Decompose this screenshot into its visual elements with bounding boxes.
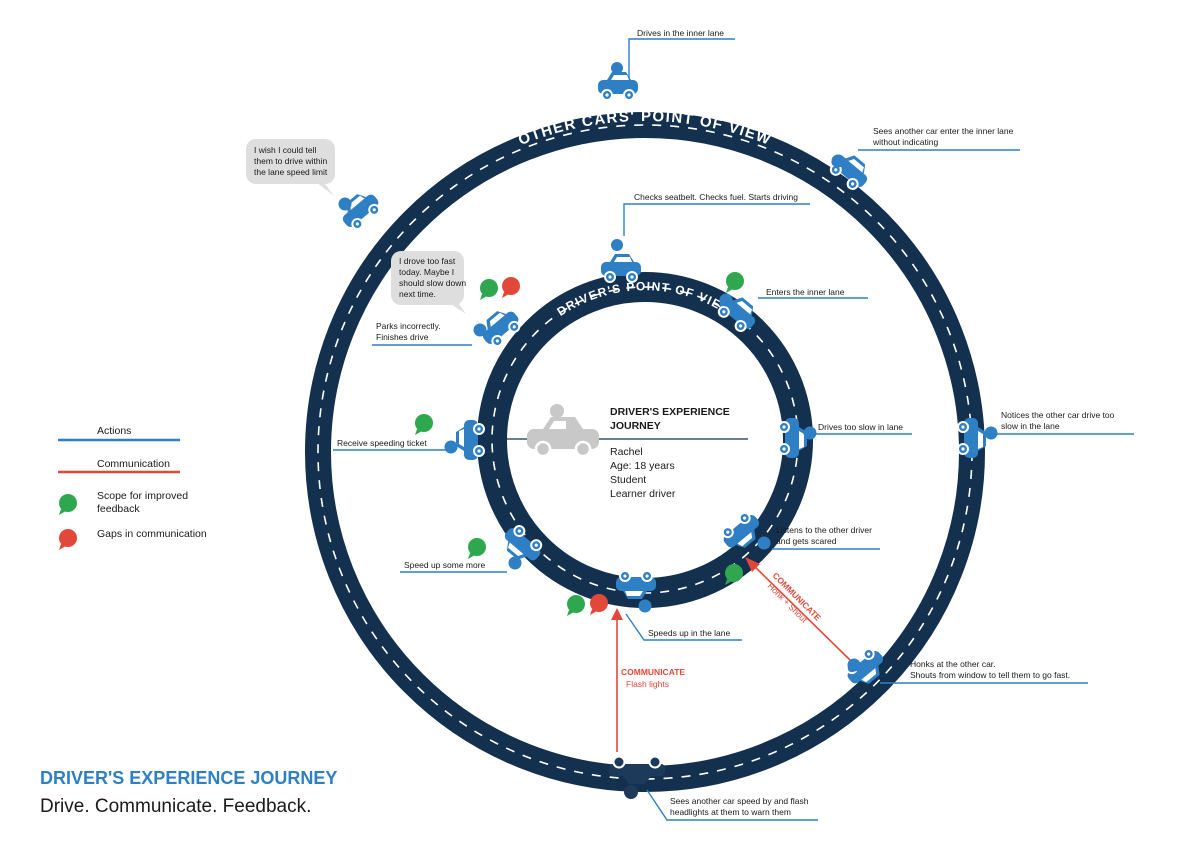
center-title-line2: JOURNEY bbox=[610, 420, 661, 432]
legend-scope-line2: feedback bbox=[97, 503, 140, 515]
green-speech-icon bbox=[415, 414, 433, 435]
center-panel: DRIVER'S EXPERIENCE JOURNEY Rachel Age: … bbox=[500, 404, 748, 500]
label-listens-line1: Listens to the other driver bbox=[776, 525, 872, 535]
label-sees-enter-line2: without indicating bbox=[872, 137, 938, 147]
legend: Actions Communication Scope for improved… bbox=[58, 425, 207, 550]
driver-head-icon bbox=[719, 293, 733, 307]
car-inner-top-icon bbox=[600, 239, 642, 283]
center-occupation: Student bbox=[610, 474, 646, 486]
speech-bubble-driver: I drove too fast today. Maybe I should s… bbox=[391, 251, 466, 314]
driver-head-icon bbox=[831, 154, 845, 168]
label-drives-too-slow: Drives too slow in lane bbox=[818, 422, 903, 432]
green-speech-icon bbox=[567, 595, 585, 616]
label-notices-slow-line2: slow in the lane bbox=[1001, 421, 1060, 431]
car-top-outer-icon bbox=[597, 62, 639, 101]
driver-head-icon bbox=[803, 426, 817, 440]
label-listens-line2: and gets scared bbox=[776, 536, 837, 546]
label-drives-inner-lane: Drives in the inner lane bbox=[637, 28, 724, 38]
label-honks-line1: Honks at the other car. bbox=[910, 659, 996, 669]
grey-car-icon bbox=[527, 404, 599, 458]
driver-head-icon bbox=[508, 556, 522, 570]
driver-head-icon bbox=[444, 440, 458, 454]
bubble-other-line3: the lane speed limit bbox=[254, 167, 328, 177]
bubble-driver-line1: I drove too fast bbox=[399, 256, 456, 266]
driver-head-icon bbox=[338, 197, 352, 211]
dark-car-bottom-icon bbox=[609, 755, 665, 799]
label-speed-up-more: Speed up some more bbox=[404, 560, 486, 570]
green-speech-icon bbox=[725, 564, 743, 585]
green-speech-icon bbox=[468, 538, 486, 559]
driver-head-icon bbox=[757, 536, 771, 550]
label-enters-inner-lane: Enters the inner lane bbox=[766, 287, 845, 297]
communicate-flash-title: COMMUNICATE bbox=[621, 667, 685, 677]
bubble-driver-line4: next time. bbox=[399, 289, 436, 299]
speech-bubble-other: I wish I could tell them to drive within… bbox=[246, 139, 335, 196]
car-icons bbox=[334, 62, 998, 799]
green-speech-icon bbox=[480, 279, 498, 300]
bubble-other-line2: them to drive within bbox=[254, 156, 327, 166]
outer-action-labels: Drives in the inner lane Sees another ca… bbox=[628, 28, 1134, 821]
legend-scope-line1: Scope for improved bbox=[97, 490, 188, 502]
label-speeding-ticket: Receive speeding ticket bbox=[337, 438, 427, 448]
label-checks-seatbelt: Checks seatbelt. Checks fuel. Starts dri… bbox=[634, 192, 798, 202]
driver-head-icon bbox=[638, 599, 652, 613]
communication-arrow-flash: COMMUNICATE Flash lights bbox=[611, 608, 685, 752]
legend-gaps-label: Gaps in communication bbox=[97, 528, 207, 540]
red-speech-icon bbox=[502, 277, 520, 298]
driver-head-icon bbox=[473, 323, 487, 337]
center-title-line1: DRIVER'S EXPERIENCE bbox=[610, 406, 730, 418]
legend-red-icon bbox=[59, 529, 77, 550]
label-sees-speed-line2: headlights at them to warn them bbox=[670, 807, 791, 817]
driver-head-icon bbox=[847, 658, 861, 672]
legend-green-icon bbox=[59, 494, 77, 515]
label-honks-line2: Shouts from window to tell them to go fa… bbox=[910, 670, 1070, 680]
label-speeds-up: Speeds up in the lane bbox=[648, 628, 731, 638]
bubble-other-line1: I wish I could tell bbox=[254, 145, 316, 155]
center-status: Learner driver bbox=[610, 488, 676, 500]
label-sees-enter-line1: Sees another car enter the inner lane bbox=[873, 126, 1014, 136]
label-parks-line2: Finishes drive bbox=[376, 332, 429, 342]
center-name: Rachel bbox=[610, 446, 643, 458]
driver-action-labels: Checks seatbelt. Checks fuel. Starts dri… bbox=[333, 192, 912, 641]
footer-title: DRIVER'S EXPERIENCE JOURNEY bbox=[40, 768, 337, 788]
center-age: Age: 18 years bbox=[610, 460, 675, 472]
label-parks-line1: Parks incorrectly. bbox=[376, 321, 441, 331]
label-notices-slow-line1: Notices the other car drive too bbox=[1001, 410, 1115, 420]
label-sees-speed-line1: Sees another car speed by and flash bbox=[670, 796, 809, 806]
communication-arrow-honk: COMMUNICATE Honk + Shout bbox=[745, 557, 851, 661]
feedback-markers bbox=[415, 272, 744, 616]
driver-head-icon bbox=[984, 426, 998, 440]
communicate-flash-sub: Flash lights bbox=[626, 679, 669, 689]
red-speech-icon bbox=[590, 594, 608, 615]
footer-subtitle: Drive. Communicate. Feedback. bbox=[40, 796, 311, 817]
bubble-driver-line3: should slow down bbox=[399, 278, 466, 288]
legend-actions-label: Actions bbox=[97, 425, 131, 437]
green-speech-icon bbox=[726, 272, 744, 293]
legend-communication-label: Communication bbox=[97, 458, 170, 470]
bubble-driver-line2: today. Maybe I bbox=[399, 267, 454, 277]
